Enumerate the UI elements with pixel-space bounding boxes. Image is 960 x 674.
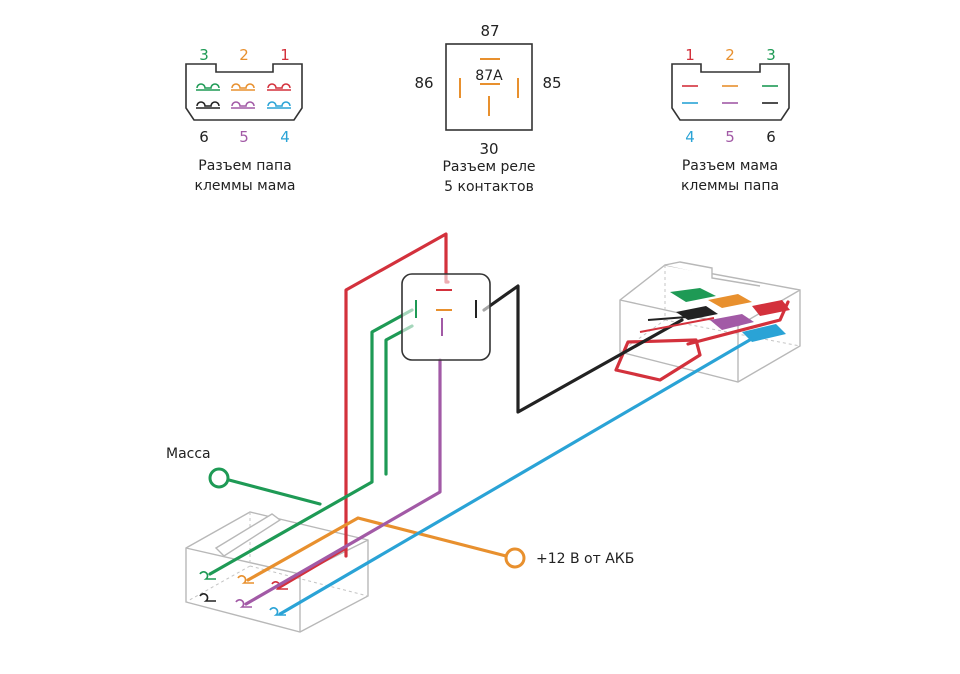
female-plug-pinout: 1 2 3 4 5 6 Разъем мама клеммы папа xyxy=(671,46,790,194)
relay-pin-87-label: 87 xyxy=(480,22,499,40)
female-plug-caption-1: Разъем мама xyxy=(682,158,778,174)
orange-wire xyxy=(246,516,508,582)
relay-pin-87a-label: 87A xyxy=(475,68,503,84)
relay-caption-2: 5 контактов xyxy=(444,179,534,195)
battery-terminal-icon xyxy=(504,547,526,569)
relay-pinout: 87 87A 86 85 30 Разъем реле 5 контактов xyxy=(414,22,561,195)
black-wire xyxy=(482,284,684,414)
male-plug-caption-2: клеммы мама xyxy=(195,178,296,194)
female-connector-3d xyxy=(619,261,801,383)
male-plug-caption-1: Разъем папа xyxy=(198,158,291,174)
pad-green xyxy=(670,288,716,302)
pad-violet xyxy=(710,314,754,330)
female-pin-1-label: 1 xyxy=(685,46,695,64)
pad-red xyxy=(752,300,790,316)
red-jumper xyxy=(639,317,715,333)
male-connector-3d xyxy=(185,511,369,633)
relay-outline xyxy=(445,43,533,131)
female-pin-6-label: 6 xyxy=(766,128,776,146)
female-contacts xyxy=(682,85,778,104)
male-pin-1-label: 1 xyxy=(280,46,290,64)
pad-orange xyxy=(708,294,752,308)
female-pin-5-label: 5 xyxy=(725,128,735,146)
male-pin-3-label: 3 xyxy=(199,46,209,64)
green-wire-1 xyxy=(208,308,414,576)
black-jumper xyxy=(647,315,701,321)
female-plug-outline xyxy=(671,63,790,121)
violet-wire xyxy=(244,358,442,606)
male-plug-outline xyxy=(185,63,303,121)
ground-wire xyxy=(227,478,322,506)
relay-pin-86-label: 86 xyxy=(414,74,433,92)
male-pin-6-label: 6 xyxy=(199,128,209,146)
relay-pin-85-label: 85 xyxy=(542,74,561,92)
female-pin-4-label: 4 xyxy=(685,128,695,146)
relay-caption-1: Разъем реле xyxy=(442,159,535,175)
red-wire xyxy=(276,232,790,590)
ground-terminal-icon xyxy=(208,467,230,489)
male-pin-4-label: 4 xyxy=(280,128,290,146)
male-pin-5-label: 5 xyxy=(239,128,249,146)
male-pin-2-label: 2 xyxy=(239,46,249,64)
battery-label: +12 В от АКБ xyxy=(536,551,634,567)
female-plug-caption-2: клеммы папа xyxy=(681,178,779,194)
relay-pin-30-label: 30 xyxy=(479,140,498,158)
blue-wire xyxy=(278,332,762,616)
male-contacts xyxy=(196,83,291,109)
female-pin-2-label: 2 xyxy=(725,46,735,64)
female-pin-3-label: 3 xyxy=(766,46,776,64)
relay-3d-box xyxy=(401,273,491,361)
ground-label: Масса xyxy=(166,446,211,462)
male-plug-pinout: 3 2 1 6 5 4 Разъем папа клеммы мама xyxy=(185,46,303,194)
